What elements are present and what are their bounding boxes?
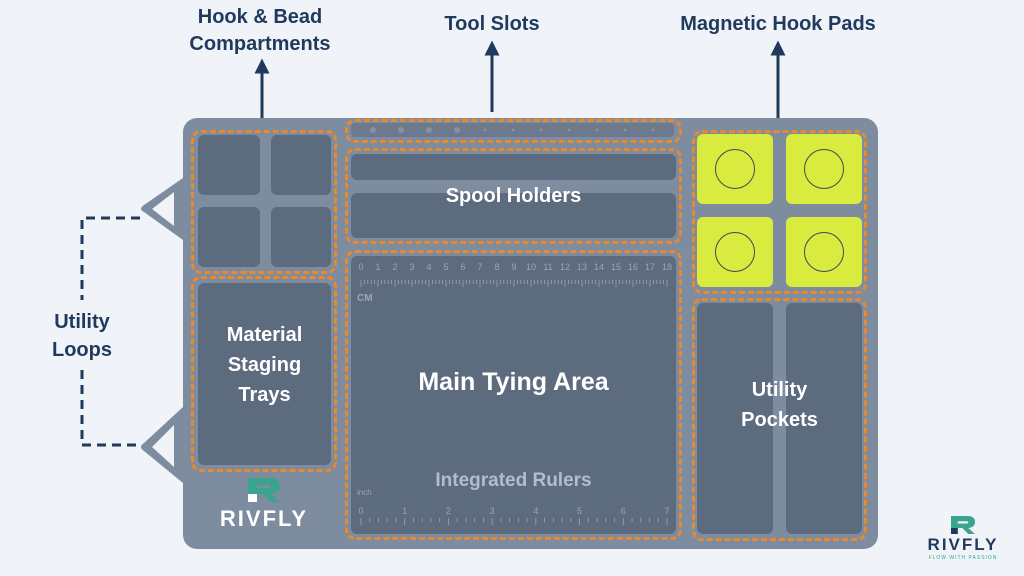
utility-pockets-label: Utility Pockets xyxy=(741,379,818,431)
magnetic-pad-4 xyxy=(786,217,862,287)
ruler-tick-label: 6 xyxy=(620,506,626,516)
magnetic-pad-3 xyxy=(697,217,773,287)
ruler-tick-label: 8 xyxy=(494,262,500,272)
corner-brand-name: RIVFLY xyxy=(927,535,999,554)
hook-bead-compartments-zone xyxy=(191,130,337,274)
callout-hook-bead-compartments: Hook & Bead Compartments xyxy=(189,6,331,55)
spool-holders-label: Spool Holders xyxy=(445,185,582,207)
hook-compartment-1 xyxy=(198,135,260,195)
magnet-circle xyxy=(715,149,755,189)
ruler-tick-label: 17 xyxy=(644,262,655,272)
ruler-tick-label: 1 xyxy=(402,506,408,516)
ruler-tick-label: 4 xyxy=(533,506,539,516)
ruler-tick-label: 6 xyxy=(460,262,466,272)
spool-holder-bottom xyxy=(351,193,676,238)
hook-compartment-2 xyxy=(271,135,331,195)
utility-loop-top xyxy=(141,178,183,240)
callout-utility-loops: Utility Loops xyxy=(52,311,112,361)
magnetic-pad-1 xyxy=(697,134,773,204)
corner-brand-logo: RIVFLY FLOW WITH PASSION xyxy=(918,514,1008,570)
ruler-tick-label: 4 xyxy=(426,262,432,272)
cm-unit-label: CM xyxy=(357,293,373,304)
main-tying-surface xyxy=(351,256,676,534)
ruler-tick-label: 1 xyxy=(375,262,381,272)
magnet-circle xyxy=(715,232,755,272)
callout-tool-slots: Tool Slots xyxy=(444,13,540,35)
main-tying-label: Main Tying Area xyxy=(418,368,609,396)
ruler-tick-label: 15 xyxy=(610,262,621,272)
material-staging-tray xyxy=(198,283,331,465)
utility-pocket-right xyxy=(786,303,862,534)
ruler-tick-label: 5 xyxy=(577,506,583,516)
tool-slot-markers xyxy=(370,127,655,133)
dashed-line-top-loop xyxy=(80,216,140,300)
spool-holder-top xyxy=(351,154,676,180)
magnet-circle xyxy=(804,149,844,189)
ruler-tick-label: 12 xyxy=(559,262,570,272)
ruler-tick-label: 11 xyxy=(543,262,553,272)
ruler-tick-label: 7 xyxy=(664,506,670,516)
spool-holders-zone xyxy=(345,148,682,244)
utility-loop-bottom xyxy=(141,407,183,483)
ruler-tick-label: 3 xyxy=(409,262,415,272)
r-logo-icon xyxy=(951,516,975,534)
material-staging-label: Material Staging Trays xyxy=(226,324,303,406)
corner-brand-tagline: FLOW WITH PASSION xyxy=(928,554,998,561)
ruler-tick-marks xyxy=(360,518,668,525)
magnetic-pad-2 xyxy=(786,134,862,204)
hook-compartment-3 xyxy=(198,207,260,267)
ruler-tick-marks xyxy=(360,280,668,287)
ruler-tick-label: 5 xyxy=(443,262,449,272)
ruler-tick-label: 13 xyxy=(576,262,587,272)
mat-brand-logo: RIVFLY xyxy=(203,476,325,538)
ruler-tick-label: 16 xyxy=(627,262,638,272)
tool-slots-zone xyxy=(345,119,682,143)
mat-brand-name: RIVFLY xyxy=(219,506,309,531)
integrated-rulers-label: Integrated Rulers xyxy=(435,470,592,491)
ruler-tick-label: 7 xyxy=(477,262,483,272)
ruler-tick-label: 0 xyxy=(358,262,364,272)
magnetic-pads-zone xyxy=(692,130,867,294)
ruler-tick-label: 3 xyxy=(489,506,495,516)
magnet-circle xyxy=(804,232,844,272)
hook-compartment-4 xyxy=(271,207,331,267)
callout-magnetic-hook-pads: Magnetic Hook Pads xyxy=(680,13,876,35)
utility-pocket-left xyxy=(697,303,773,534)
ruler-tick-label: 2 xyxy=(392,262,398,272)
ruler-tick-label: 9 xyxy=(511,262,517,272)
r-logo-icon xyxy=(248,478,280,502)
ruler-tick-label: 10 xyxy=(525,262,536,272)
inch-ruler: inch 0 1 2 3 4 5 6 7 xyxy=(355,488,673,532)
ruler-tick-label: 2 xyxy=(445,506,451,516)
ruler-tick-label: 18 xyxy=(661,262,672,272)
dashed-line-bottom-loop xyxy=(80,370,140,447)
inch-unit-label: inch xyxy=(357,488,372,497)
ruler-tick-label: 14 xyxy=(593,262,604,272)
utility-pockets-zone xyxy=(692,298,867,541)
main-tying-zone xyxy=(345,250,682,540)
material-staging-zone xyxy=(191,276,337,472)
ruler-tick-label: 0 xyxy=(358,506,364,516)
